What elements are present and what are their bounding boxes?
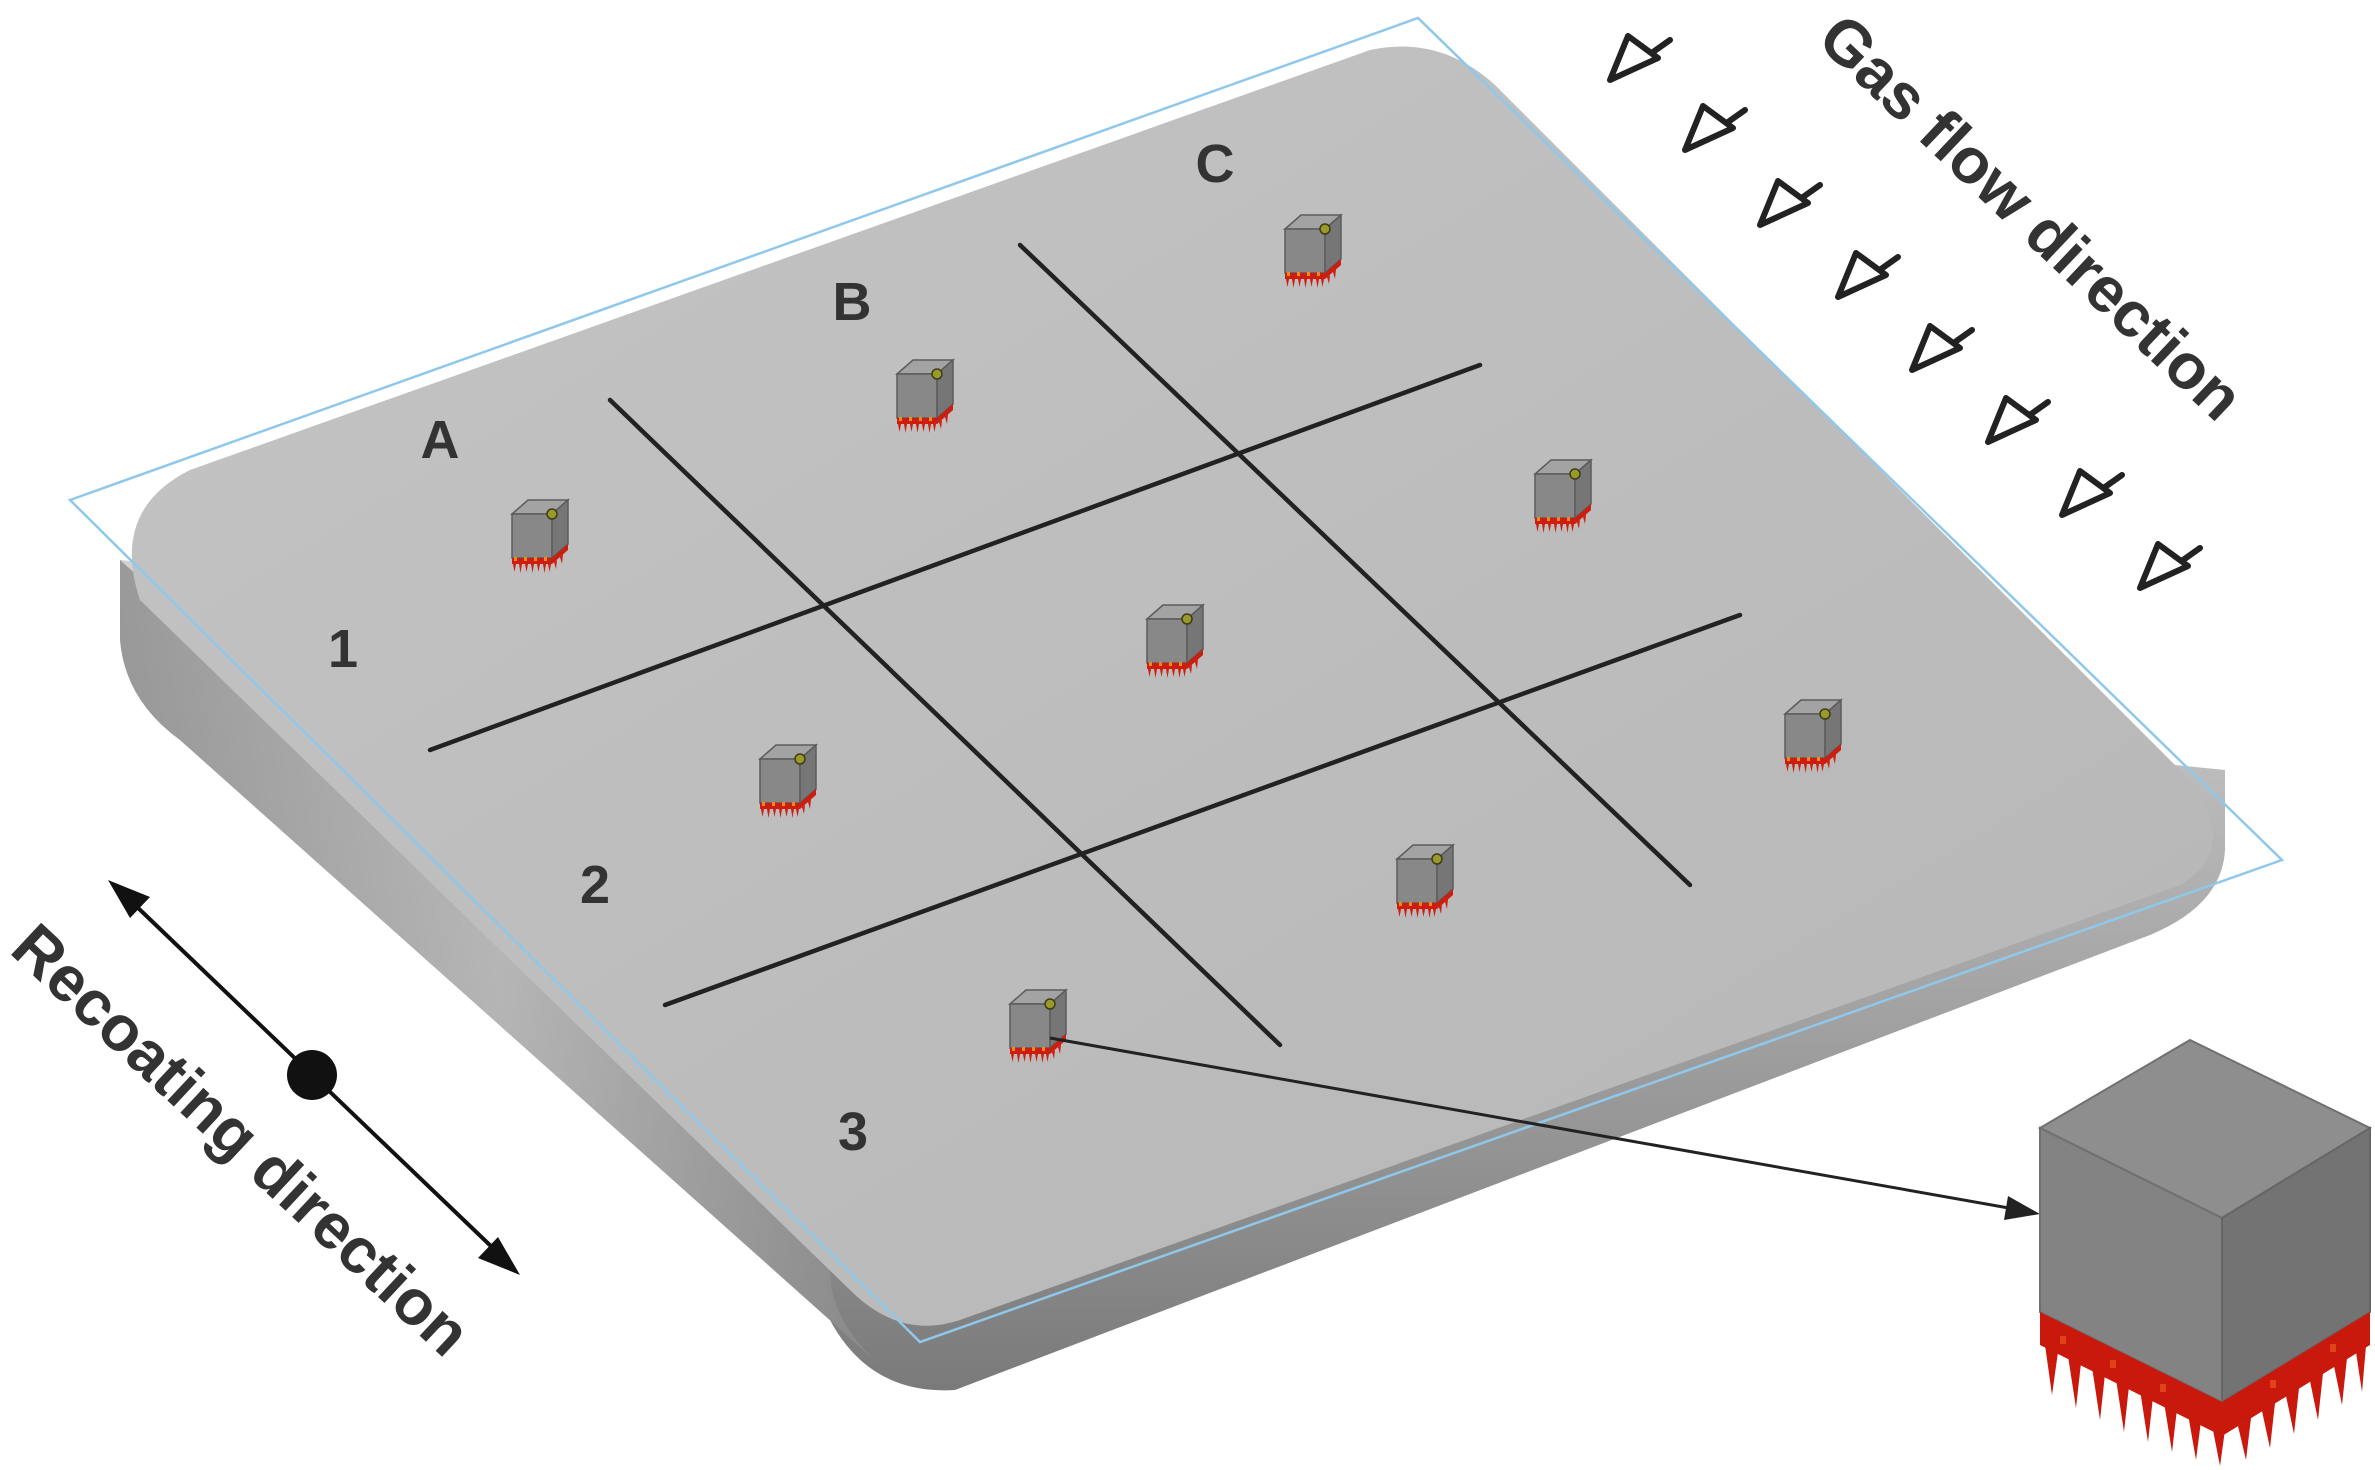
arrow-icon [1610, 36, 1670, 80]
double-arrow-icon [108, 880, 150, 918]
grid-labels: A B C 1 2 3 [328, 134, 1235, 1162]
enlarged-cube-supports [2040, 1312, 2370, 1466]
row-label-1: 1 [328, 619, 358, 679]
grid-line-vertical-1 [607, 397, 1283, 1048]
enlarged-specimen [2037, 1038, 2373, 1466]
grid-line-horizontal-2 [662, 612, 1743, 1008]
build-plate [67, 16, 2285, 1391]
arrow-icon [1912, 326, 1972, 370]
column-label-a: A [421, 410, 460, 470]
plate-outline [67, 16, 2285, 1344]
arrow-icon [2062, 471, 2122, 515]
column-label-c: C [1196, 134, 1235, 194]
arrow-icon [1838, 253, 1898, 297]
arrow-icon [1988, 398, 2048, 442]
grid-lines [427, 242, 1743, 1048]
arrow-icon [1760, 181, 1820, 225]
callout [1049, 1036, 2040, 1220]
row-label-3: 3 [838, 1102, 868, 1162]
arrow-icon [2140, 544, 2200, 588]
plate-top-face [131, 46, 2213, 1326]
column-label-b: B [833, 272, 872, 332]
grid-line-vertical-2 [1017, 242, 1693, 888]
gas-flow-label: Gas flow direction [1805, 0, 2257, 434]
recoating-label: Recoating direction [0, 910, 484, 1370]
row-label-2: 2 [580, 855, 610, 915]
arrow-icon [1685, 106, 1745, 150]
recoating-arrow [108, 880, 520, 1275]
grid-line-horizontal-1 [427, 362, 1483, 753]
